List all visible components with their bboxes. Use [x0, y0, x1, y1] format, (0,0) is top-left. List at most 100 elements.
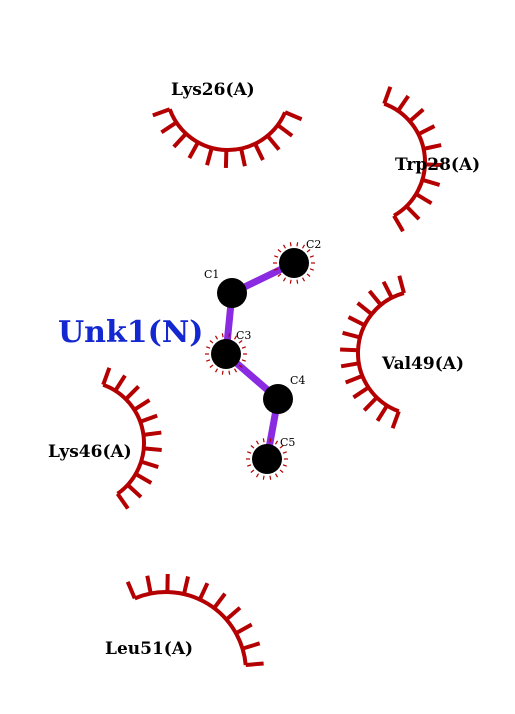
arc-spoke: [341, 363, 359, 366]
contact-tick: [263, 476, 264, 480]
arc-spoke: [134, 400, 149, 410]
contact-tick: [251, 470, 254, 473]
arc-spoke: [416, 194, 431, 203]
contact-tick: [206, 347, 210, 348]
contact-tick: [210, 341, 213, 344]
contact-tick: [310, 269, 314, 270]
arc-spoke: [144, 448, 162, 450]
arc-spoke: [393, 411, 399, 428]
contact-tick: [283, 465, 287, 466]
arc-spoke: [174, 134, 186, 147]
contact-tick: [251, 446, 254, 449]
contact-tick: [242, 360, 246, 361]
atom-sphere: [263, 384, 293, 414]
contact-tick: [284, 278, 286, 281]
arc-spoke: [147, 576, 150, 594]
arc-curve: [170, 109, 285, 150]
atom-label-c2: C2: [306, 238, 321, 251]
atom-label-c3: C3: [236, 329, 251, 342]
arc-spoke: [161, 122, 176, 132]
residue-label-lys46: Lys46(A): [48, 442, 132, 462]
arc-spoke: [184, 577, 188, 595]
residue-arc-lys26: [153, 109, 302, 168]
contact-tick: [274, 256, 278, 257]
arc-spoke: [410, 109, 424, 121]
arc-spoke: [207, 148, 212, 165]
arc-spoke: [364, 397, 377, 410]
residue-arc-val49: [340, 276, 404, 428]
arc-spoke: [346, 376, 363, 383]
arc-spoke: [118, 494, 128, 509]
contact-tick: [222, 371, 223, 375]
contact-tick: [270, 476, 271, 480]
arc-spoke: [200, 583, 208, 599]
contact-tick: [257, 474, 259, 477]
arc-spoke: [243, 643, 260, 648]
arc-spoke: [128, 485, 141, 497]
residue-label-trp28: Trp28(A): [395, 155, 480, 175]
atom-c4: [263, 384, 293, 414]
residue-label-leu51: Leu51(A): [105, 639, 193, 659]
arc-spoke: [268, 136, 279, 150]
contact-tick: [229, 371, 230, 375]
residue-label-lys26: Lys26(A): [171, 80, 255, 100]
arc-spoke: [422, 180, 439, 185]
arc-spoke: [140, 416, 157, 422]
arc-spoke: [189, 142, 198, 158]
arc-spoke: [126, 386, 139, 399]
contact-tick: [229, 333, 230, 337]
arc-spoke: [115, 376, 125, 391]
arc-spoke: [255, 144, 263, 160]
atom-sphere: [211, 339, 241, 369]
contact-tick: [278, 250, 281, 253]
residue-arc-lys46: [103, 368, 161, 509]
arc-spoke: [384, 282, 392, 298]
atom-label-c1: C1: [204, 268, 219, 281]
arc-spoke: [399, 276, 404, 293]
contact-tick: [247, 465, 251, 466]
arc-spoke: [285, 112, 302, 119]
arc-spoke: [226, 608, 240, 620]
arc-spoke: [398, 96, 408, 111]
arc-spoke: [141, 462, 158, 467]
contact-tick: [303, 278, 305, 281]
hydrophobic-contacts: [103, 87, 443, 665]
contact-tick: [216, 369, 218, 372]
contact-tick: [303, 245, 305, 248]
contact-tick: [310, 256, 314, 257]
contact-tick: [284, 245, 286, 248]
atom-sphere: [217, 278, 247, 308]
arc-spoke: [418, 126, 434, 134]
arc-spoke: [349, 317, 365, 325]
arc-spoke: [143, 433, 161, 435]
contact-tick: [270, 438, 271, 442]
arc-spoke: [384, 87, 390, 104]
contact-tick: [263, 438, 264, 442]
contact-tick: [210, 365, 213, 368]
contact-tick: [222, 333, 223, 337]
arc-spoke: [378, 406, 388, 421]
atom-label-c5: C5: [280, 436, 295, 449]
arc-spoke: [278, 125, 292, 136]
contact-tick: [276, 441, 278, 444]
arc-spoke: [340, 350, 358, 351]
arc-spoke: [358, 303, 372, 314]
contact-tick: [242, 347, 246, 348]
contact-tick: [290, 280, 291, 284]
contact-tick: [235, 369, 237, 372]
arc-spoke: [424, 145, 442, 149]
contact-tick: [297, 280, 298, 284]
contact-tick: [276, 474, 278, 477]
arc-spoke: [246, 663, 264, 665]
arc-spoke: [406, 206, 419, 219]
residue-label-val49: Val49(A): [381, 354, 464, 374]
arc-spoke: [236, 624, 252, 633]
arc-spoke: [128, 582, 135, 599]
arc-spoke: [103, 368, 109, 385]
arc-spoke: [369, 291, 380, 305]
contact-tick: [290, 242, 291, 246]
atom-c1: [217, 278, 247, 308]
contact-tick: [307, 274, 310, 277]
